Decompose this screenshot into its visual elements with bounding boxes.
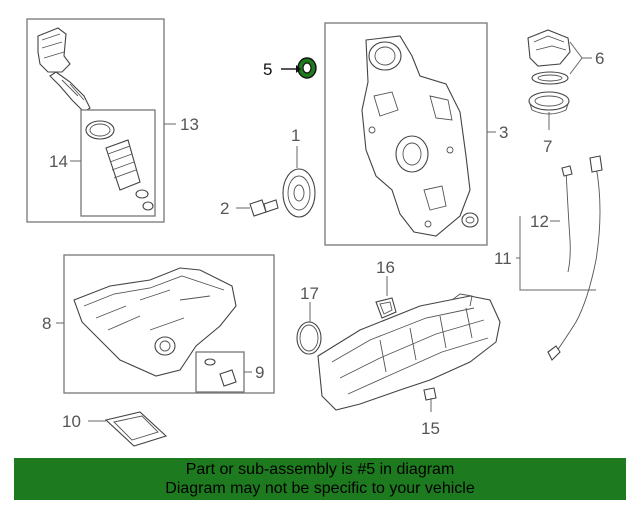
part-8-oil-pan[interactable]: [63, 254, 275, 394]
callout-16: 16: [376, 258, 395, 277]
callout-1: 1: [291, 126, 300, 145]
callout-14: 14: [49, 152, 68, 171]
part-3-timing-cover[interactable]: [324, 22, 488, 246]
callout-9: 9: [255, 363, 264, 382]
callout-15: 15: [421, 419, 440, 438]
part-6-filler-cap[interactable]: [527, 29, 571, 85]
callout-6: 6: [595, 49, 604, 68]
part-11-dipstick[interactable]: [547, 155, 603, 361]
banner-line-1: Part or sub-assembly is #5 in diagram: [185, 461, 455, 478]
part-17-gasket[interactable]: [296, 321, 322, 355]
part-16-seal-ring[interactable]: [375, 297, 397, 319]
callout-12: 12: [530, 212, 549, 231]
part-1-pulley[interactable]: [282, 168, 316, 218]
part-12-dipstick-tube[interactable]: [561, 165, 573, 273]
banner-line-2: Diagram may not be specific to your vehi…: [165, 480, 475, 497]
callout-8: 8: [42, 314, 51, 333]
callout-7: 7: [543, 137, 552, 156]
callout-2: 2: [220, 199, 229, 218]
part-5-seal[interactable]: [297, 57, 317, 79]
part-15-intake-manifold[interactable]: [317, 293, 501, 411]
callout-3: 3: [499, 123, 508, 142]
callout-17: 17: [300, 284, 319, 303]
oil-filter-housing-group[interactable]: [26, 18, 165, 223]
vehicle-fit-banner: Part or sub-assembly is #5 in diagram Di…: [14, 458, 626, 500]
callout-10: 10: [62, 412, 81, 431]
callout-13: 13: [180, 115, 199, 134]
callout-11: 11: [494, 249, 512, 268]
part-2-bolt[interactable]: [249, 199, 279, 217]
part-7-ring[interactable]: [528, 91, 570, 115]
callout-5: 5: [263, 60, 272, 79]
part-10-baffle-plate[interactable]: [104, 411, 168, 447]
